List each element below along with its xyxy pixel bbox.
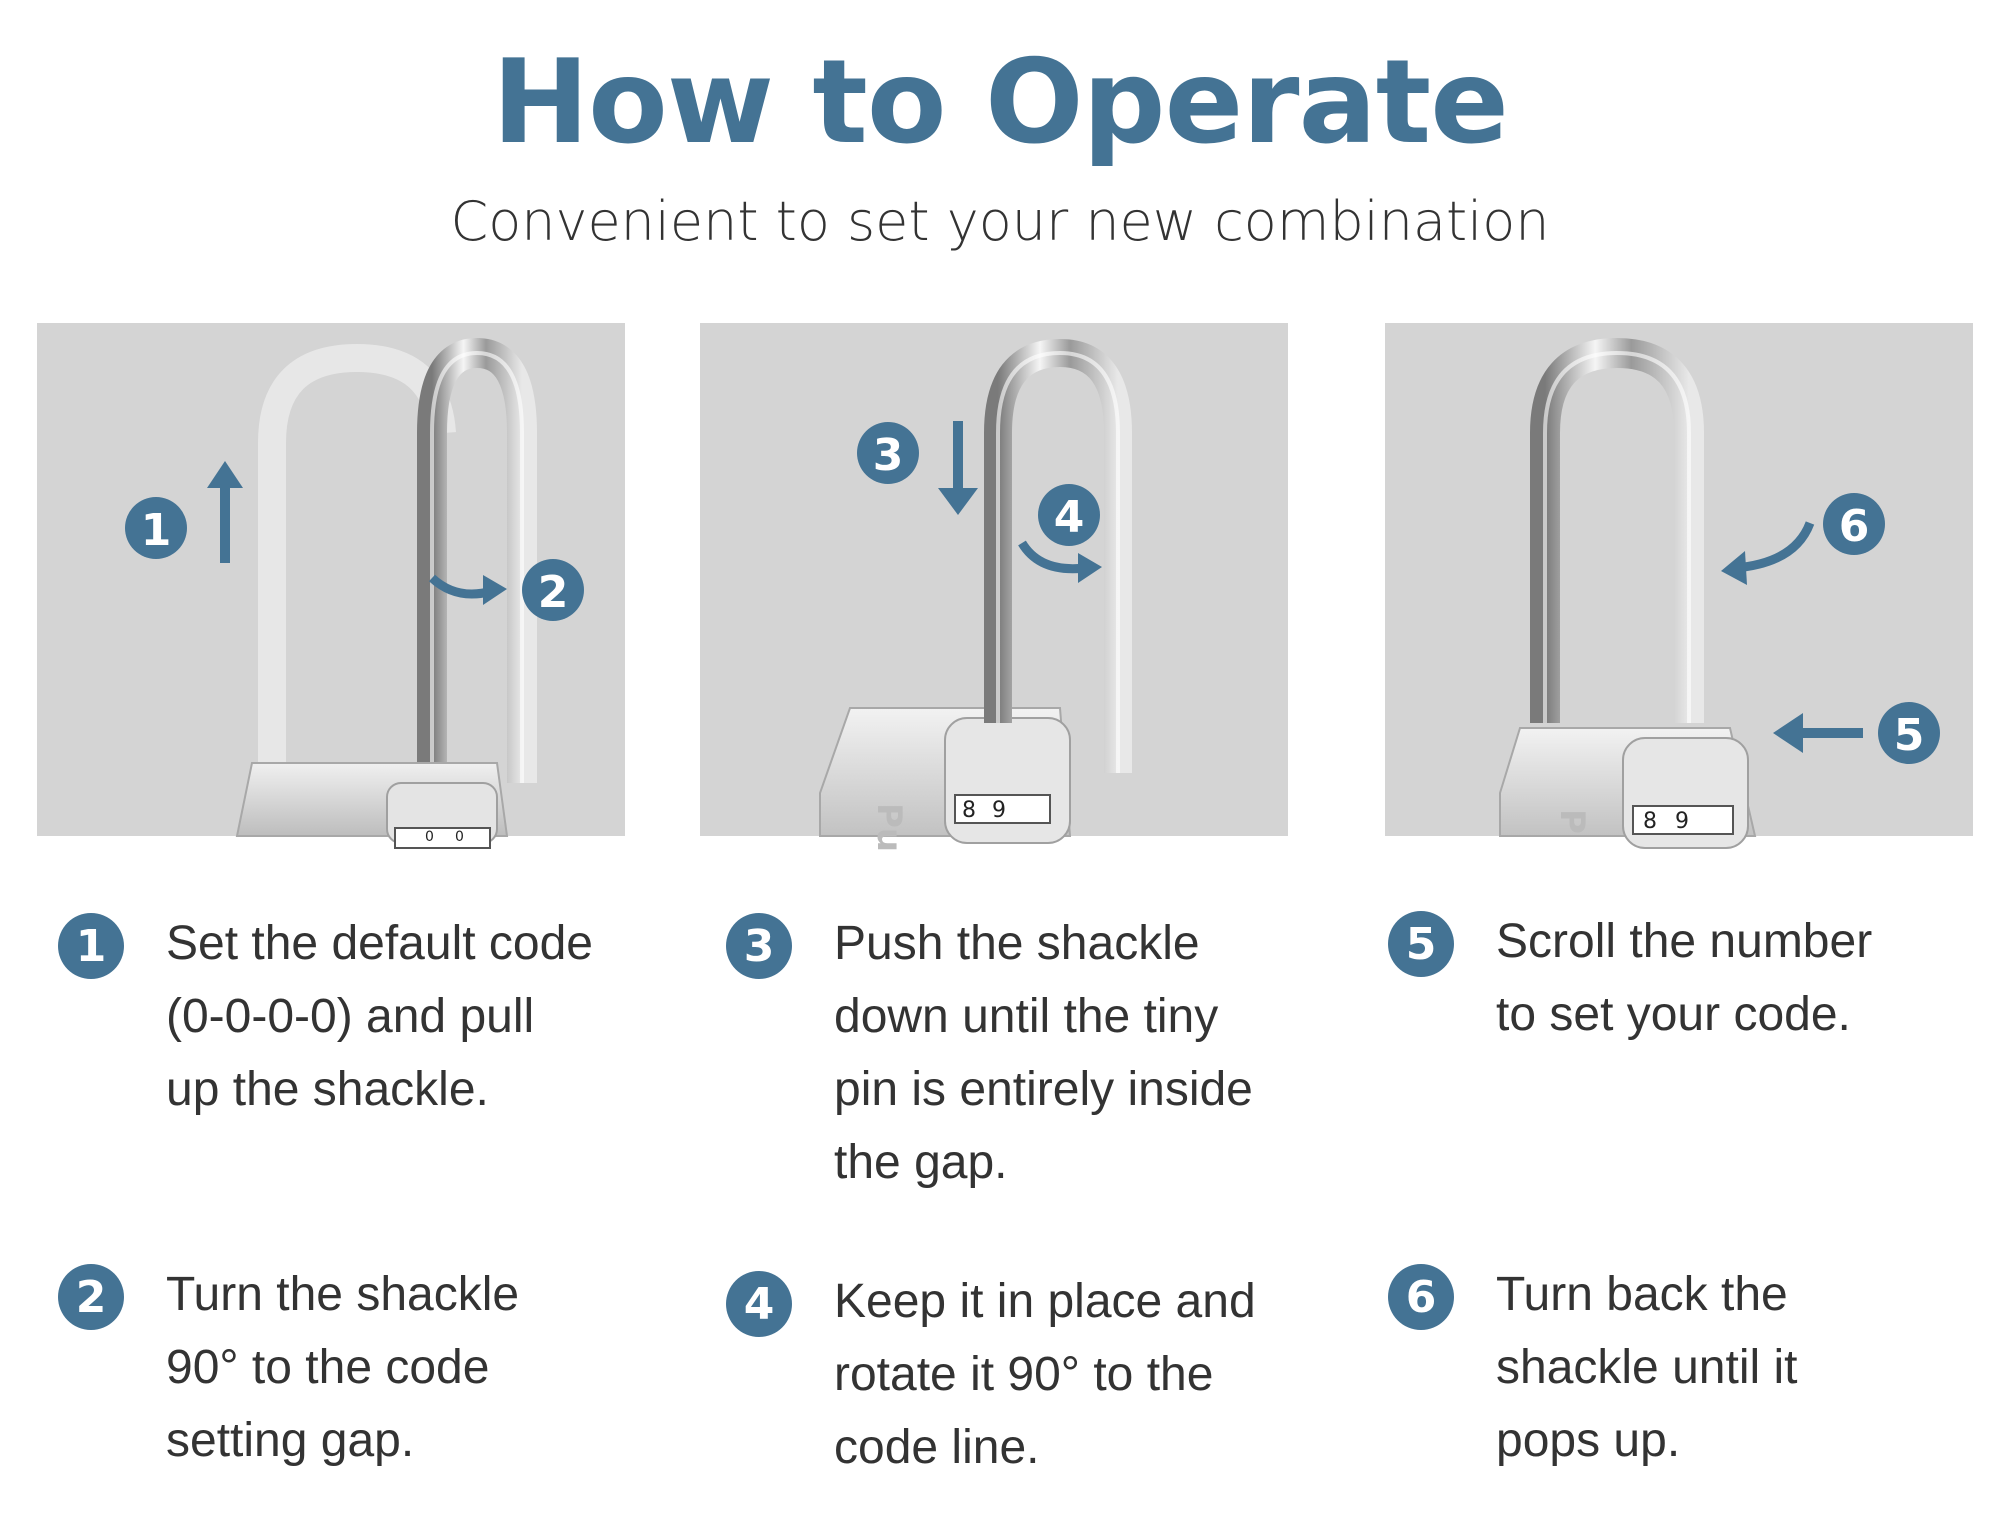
padlock-illustration-2: 8 9 Pu 3 4 (819, 338, 1132, 852)
step-description: Push the shackle down until the tiny pin… (834, 917, 1253, 1189)
down-arrow-icon (953, 421, 963, 493)
dial-digit: 9 (992, 798, 1006, 823)
marker-1: 1 (141, 505, 172, 556)
step-description: Keep it in place and rotate it 90° to th… (834, 1275, 1256, 1474)
step-5: 5 Scroll the number to set your code. (1388, 905, 1872, 1051)
marker-3: 3 (873, 430, 904, 481)
rotate-arrow-icon (1734, 521, 1815, 573)
step-description: Turn back the shackle until it pops up. (1496, 1268, 1798, 1467)
step-number-badge: 1 (58, 913, 124, 979)
step-number-badge: 5 (1388, 911, 1454, 977)
step-image-push-down: 8 9 Pu 3 4 (700, 323, 1288, 852)
padlock-illustration-3: 8 9 P 6 5 (1499, 337, 1940, 849)
step-description: Turn the shackle 90° to the code setting… (166, 1268, 520, 1467)
dial-digit: 0 (425, 829, 434, 845)
step-1: 1 Set the default code (0-0-0-0) and pul… (58, 907, 593, 1126)
step-4: 4 Keep it in place and rotate it 90° to … (726, 1265, 1256, 1484)
brand-fragment: Pu (869, 803, 909, 852)
step-number-badge: 2 (58, 1264, 124, 1330)
step-image-pull-up: 0 0 1 2 (37, 323, 625, 849)
marker-5: 5 (1894, 710, 1925, 761)
page-subtitle: Convenient to set your new combination (450, 190, 1550, 253)
marker-6: 6 (1839, 501, 1870, 552)
step-number-badge: 4 (726, 1271, 792, 1337)
rotate-arrow-icon (1018, 540, 1086, 574)
step-3: 3 Push the shackle down until the tiny p… (726, 907, 1253, 1199)
dial-digit: 9 (1675, 809, 1689, 834)
up-arrow-icon (220, 483, 230, 563)
dial-digit: 8 (1643, 809, 1657, 834)
dial-digit: 8 (962, 798, 976, 823)
step-description: Scroll the number to set your code. (1496, 915, 1873, 1041)
step-2: 2 Turn the shackle 90° to the code setti… (58, 1258, 519, 1477)
marker-4: 4 (1054, 492, 1085, 543)
marker-2: 2 (538, 567, 569, 618)
page-title: How to Operate (492, 35, 1509, 170)
step-6: 6 Turn back the shackle until it pops up… (1388, 1258, 1797, 1477)
step-image-scroll: 8 9 P 6 5 (1385, 323, 1973, 849)
dial-digit: 0 (455, 829, 464, 845)
step-description: Set the default code (0-0-0-0) and pull … (166, 917, 593, 1116)
brand-fragment: P (1552, 809, 1592, 834)
step-number-badge: 6 (1388, 1264, 1454, 1330)
left-arrow-icon (1795, 728, 1863, 738)
padlock-illustration-1: 0 0 1 2 (125, 337, 584, 849)
step-number-badge: 3 (726, 913, 792, 979)
